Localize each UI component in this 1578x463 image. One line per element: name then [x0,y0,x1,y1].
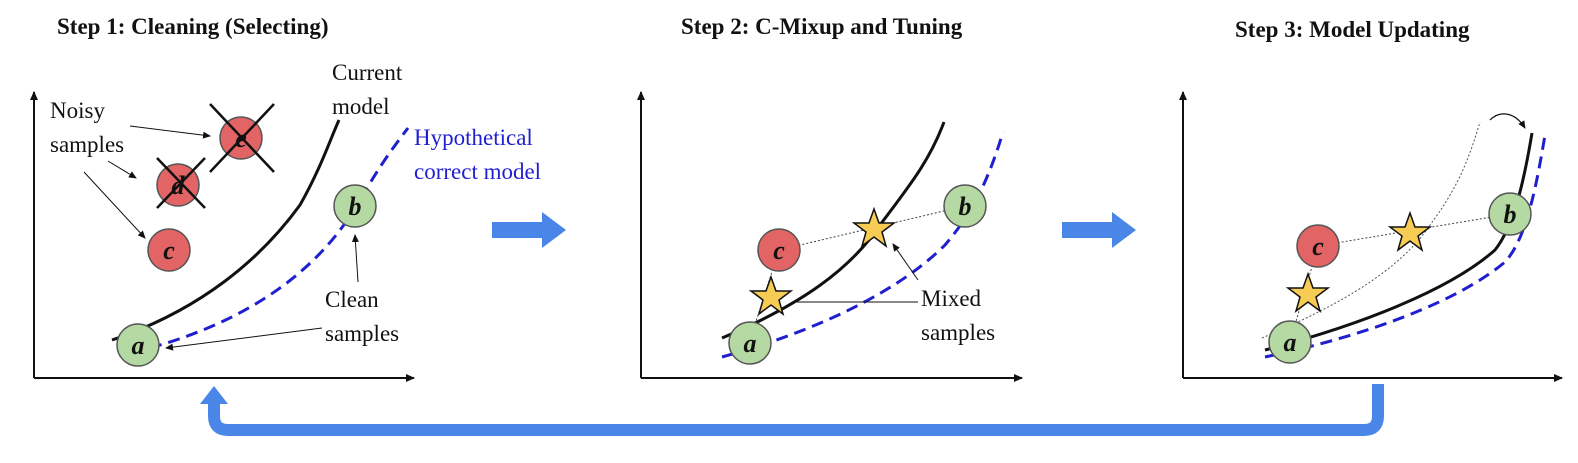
node-a: a [116,323,160,367]
node-c: c [1296,224,1340,268]
node-b: b [943,184,987,228]
node-e: e [209,103,275,173]
node-c: c [147,228,191,272]
clean-arrow-b [351,234,359,283]
right-arrow-2 [1062,212,1136,248]
noisy-arrow-c [83,171,146,239]
current-model-curve [721,121,946,340]
mixed-label-line1: Mixed [921,286,982,311]
svg-text:a: a [132,331,145,360]
node-b: b [333,184,377,228]
hypothetical-label-line2: correct model [414,159,541,184]
hypothetical-model-curve [721,131,1005,359]
node-d: d [156,157,206,209]
svg-text:b: b [959,192,972,221]
panel-step3: c b a [1179,91,1563,382]
node-c: c [757,228,801,272]
svg-text:c: c [1312,232,1324,261]
clean-arrow-a [165,327,323,351]
svg-text:c: c [773,236,785,265]
mixed-label-line2: samples [921,320,995,345]
noisy-label-line2: samples [50,132,124,157]
previous-model-curve [1261,121,1481,339]
mixed-sample-star-2 [1387,210,1433,252]
feedback-loop-arrowhead [200,386,228,404]
clean-label-line2: samples [325,321,399,346]
node-a: a [1268,320,1312,364]
svg-text:c: c [163,236,175,265]
current-model-label-line2: model [332,94,390,119]
mixed-arrow-star2 [892,243,919,281]
update-arrow [1489,113,1526,129]
svg-text:a: a [1284,328,1297,357]
hypothetical-model-curve [1264,134,1547,359]
step1-title: Step 1: Cleaning (Selecting) [57,14,329,39]
step2-title: Step 2: C-Mixup and Tuning [681,14,963,39]
feedback-loop-arrow [208,384,1384,436]
noisy-arrow-d [107,160,137,179]
mixed-sample-star-1 [1285,271,1331,313]
svg-text:b: b [349,192,362,221]
right-arrow-1 [492,212,566,248]
updated-model-curve [1264,132,1534,352]
panel-step1: e d c b a Noisy samples Current model Hy… [30,60,541,382]
noisy-label-line1: Noisy [50,98,105,123]
current-model-label-line1: Current [332,60,403,85]
clean-label-line1: Clean [325,287,379,312]
svg-text:b: b [1504,200,1517,229]
step3-title: Step 3: Model Updating [1235,17,1470,42]
mixed-sample-star-2 [851,206,897,248]
panel-step2: c b a Mixed samples [637,91,1023,382]
svg-text:a: a [744,329,757,358]
node-a: a [728,321,772,365]
hypothetical-model-curve [149,127,410,350]
node-b: b [1488,192,1532,236]
mixed-sample-star-1 [748,274,794,316]
current-model-curve [111,119,341,342]
noisy-arrow-e [129,125,211,139]
hypothetical-label-line1: Hypothetical [414,125,533,150]
